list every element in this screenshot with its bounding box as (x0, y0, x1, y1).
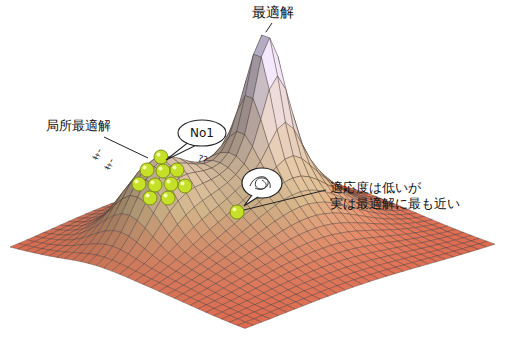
individual-ball (156, 164, 170, 178)
ball-highlight (173, 166, 177, 170)
ball-highlight (151, 181, 155, 185)
individual-ball (154, 150, 168, 164)
bubble-body (178, 120, 226, 146)
note-label: 適応度は低いが 実は最適解に最も近い (330, 180, 480, 211)
ball-highlight (159, 167, 163, 171)
individual-ball (132, 177, 146, 191)
individual-ball (143, 191, 157, 205)
bubble-text: No1 (190, 126, 214, 140)
individual-ball (140, 163, 154, 177)
peak-label: 最適解 (252, 4, 294, 21)
ball-highlight (181, 182, 185, 186)
shout-mark: ｷｬｰ (91, 147, 105, 162)
ball-highlight (143, 166, 147, 170)
individual-ball (164, 177, 178, 191)
confused-thought-bubble (242, 168, 282, 206)
ball-highlight (233, 208, 237, 212)
bubble-join (190, 142, 197, 144)
individual-ball (148, 178, 162, 192)
individual-ball (230, 205, 244, 219)
ball-highlight (157, 153, 161, 157)
individual-ball (170, 163, 184, 177)
leader-line (266, 23, 272, 32)
shout-mark: ｷｬｰ (103, 157, 117, 172)
ball-highlight (135, 180, 139, 184)
ball-highlight (164, 194, 168, 198)
individuals (132, 150, 244, 219)
speech-bubble: No1 (178, 120, 226, 146)
leader-line (104, 137, 148, 158)
local-peak-label: 局所最適解 (46, 118, 111, 134)
surface-mesh (10, 35, 495, 328)
individual-ball (178, 179, 192, 193)
ball-highlight (167, 180, 171, 184)
individual-ball (161, 191, 175, 205)
ball-highlight (146, 194, 150, 198)
leader-lines (104, 23, 326, 210)
mesh-cell (237, 322, 253, 328)
